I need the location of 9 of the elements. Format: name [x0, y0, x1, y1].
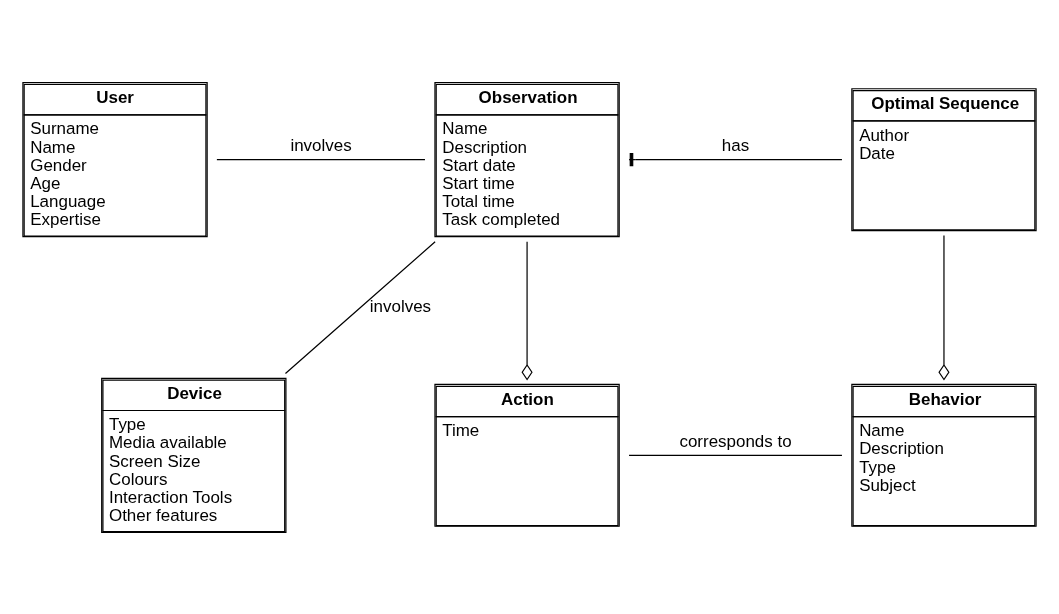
edge-label: involves	[290, 135, 352, 155]
connector	[216, 158, 426, 160]
connector	[521, 240, 533, 381]
connector	[938, 234, 950, 381]
edge-label: has	[721, 135, 750, 155]
edge-label: involves	[369, 296, 432, 316]
connector	[628, 454, 843, 456]
edge-label: corresponds to	[679, 431, 792, 451]
connector	[284, 240, 436, 374]
